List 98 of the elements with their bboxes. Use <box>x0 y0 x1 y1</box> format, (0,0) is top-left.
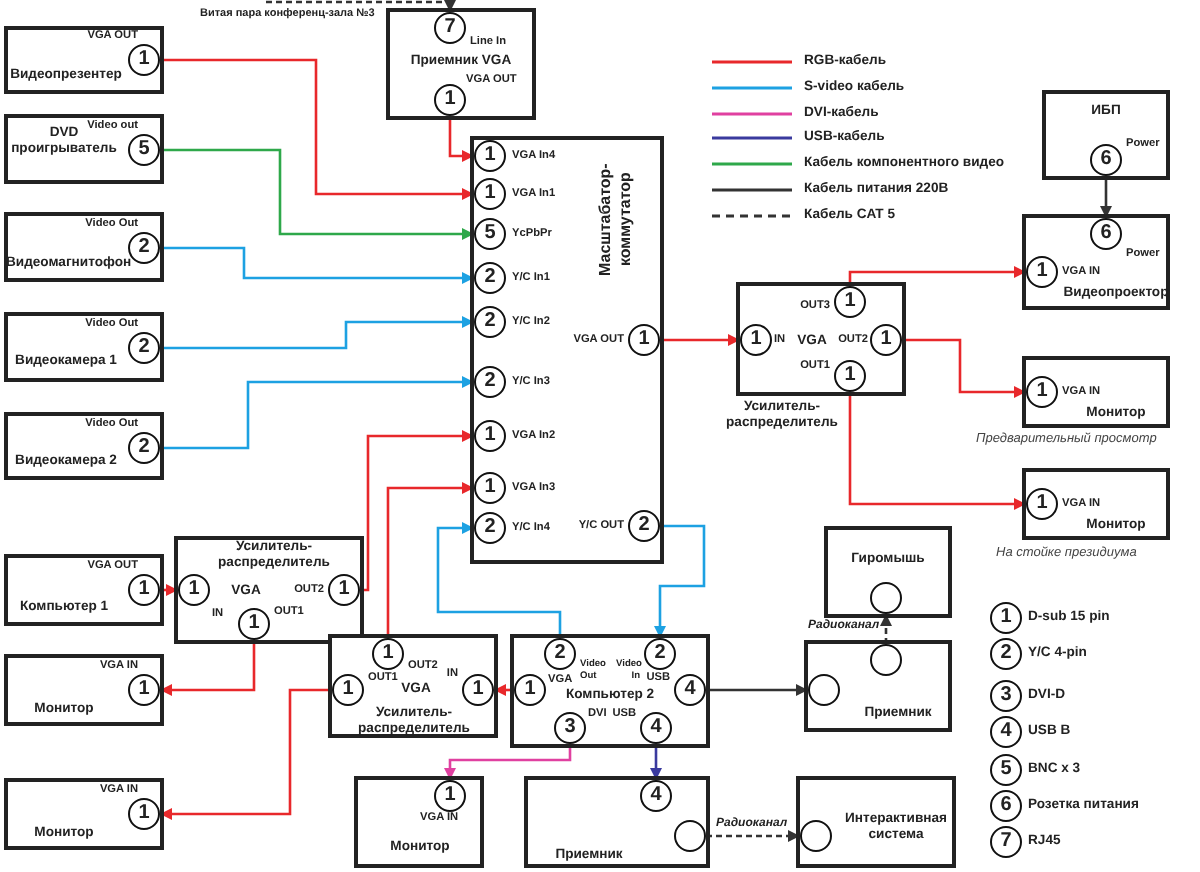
port-circle: 2 <box>544 638 576 670</box>
port-circle: 2 <box>474 512 506 544</box>
port-circle <box>870 582 902 614</box>
port-circle: 4 <box>640 712 672 744</box>
port-circle: 1 <box>372 638 404 670</box>
port-circle: 2 <box>128 232 160 264</box>
port-circle: 1 <box>474 140 506 172</box>
cable-arrow <box>160 640 256 696</box>
device-box <box>4 554 164 626</box>
device-box <box>4 26 164 94</box>
port-circle: 5 <box>128 134 160 166</box>
port-circle: 1 <box>740 324 772 356</box>
port-circle <box>870 644 902 676</box>
device-box <box>804 640 952 732</box>
port-circle: 2 <box>128 432 160 464</box>
port-circle: 4 <box>640 780 672 812</box>
device-box <box>328 634 498 738</box>
port-circle: 1 <box>332 674 364 706</box>
port-circle: 1 <box>128 44 160 76</box>
key-circle: 3 <box>990 680 1022 712</box>
device-box <box>796 776 956 868</box>
key-circle: 1 <box>990 602 1022 634</box>
port-circle: 5 <box>474 218 506 250</box>
cable-arrow <box>880 614 892 644</box>
port-circle: 1 <box>1026 488 1058 520</box>
cable-arrow <box>160 584 178 596</box>
port-circle: 1 <box>128 674 160 706</box>
port-circle: 1 <box>514 674 546 706</box>
port-circle: 1 <box>434 84 466 116</box>
key-circle: 5 <box>990 754 1022 786</box>
device-box <box>174 536 364 644</box>
device-box <box>4 114 164 184</box>
key-circle: 4 <box>990 716 1022 748</box>
port-circle: 2 <box>474 262 506 294</box>
port-circle: 1 <box>178 574 210 606</box>
port-circle: 1 <box>1026 256 1058 288</box>
port-circle: 2 <box>644 638 676 670</box>
cable-arrow <box>660 334 740 346</box>
port-circle: 2 <box>474 306 506 338</box>
port-circle: 1 <box>474 420 506 452</box>
port-circle: 3 <box>554 712 586 744</box>
port-circle <box>800 820 832 852</box>
cable-arrow <box>266 0 456 12</box>
device-box <box>4 412 164 480</box>
port-circle: 1 <box>474 178 506 210</box>
device-box <box>824 526 952 618</box>
device-box <box>470 136 664 564</box>
port-circle: 7 <box>434 12 466 44</box>
device-label: Масштабатор-коммутатор <box>596 161 636 281</box>
cable-arrow <box>160 148 474 240</box>
key-circle: 7 <box>990 826 1022 858</box>
device-box <box>4 778 164 850</box>
port-circle: 6 <box>1090 218 1122 250</box>
port-circle: 1 <box>870 324 902 356</box>
port-circle: 1 <box>128 798 160 830</box>
device-box <box>354 776 484 868</box>
port-circle: 1 <box>128 574 160 606</box>
device-box <box>386 8 536 120</box>
port-circle: 4 <box>674 674 706 706</box>
port-circle <box>808 674 840 706</box>
device-box <box>4 212 164 282</box>
cable-arrow <box>902 338 1026 398</box>
cable-arrow <box>848 266 1026 286</box>
port-circle: 1 <box>628 324 660 356</box>
cable-arrow <box>160 316 474 350</box>
device-box <box>524 776 710 868</box>
cable-arrow <box>160 58 474 200</box>
port-circle: 1 <box>462 674 494 706</box>
cable-arrow <box>444 744 572 780</box>
device-box <box>4 312 164 382</box>
device-box <box>510 634 710 748</box>
port-circle <box>674 820 706 852</box>
cable-arrow <box>706 684 808 696</box>
device-box <box>1042 90 1170 180</box>
device-box <box>4 654 164 726</box>
port-circle: 1 <box>834 286 866 318</box>
cable-arrow <box>436 522 562 638</box>
port-circle: 2 <box>628 510 660 542</box>
port-circle: 1 <box>434 780 466 812</box>
cable-arrow <box>160 246 474 284</box>
port-circle: 1 <box>474 472 506 504</box>
cable-arrow <box>160 688 332 820</box>
port-circle: 6 <box>1090 144 1122 176</box>
cable-arrow <box>654 524 706 638</box>
device-box <box>1022 214 1170 310</box>
port-circle: 1 <box>238 608 270 640</box>
cable-arrow <box>848 392 1026 510</box>
port-circle: 2 <box>128 332 160 364</box>
cable-arrow <box>448 116 474 162</box>
cable-arrow <box>160 376 474 450</box>
cable-arrow <box>360 430 474 592</box>
port-circle: 1 <box>328 574 360 606</box>
key-circle: 2 <box>990 638 1022 670</box>
cable-arrow <box>386 482 474 638</box>
port-circle: 1 <box>1026 376 1058 408</box>
port-circle: 1 <box>834 360 866 392</box>
port-circle: 2 <box>474 366 506 398</box>
key-circle: 6 <box>990 790 1022 822</box>
